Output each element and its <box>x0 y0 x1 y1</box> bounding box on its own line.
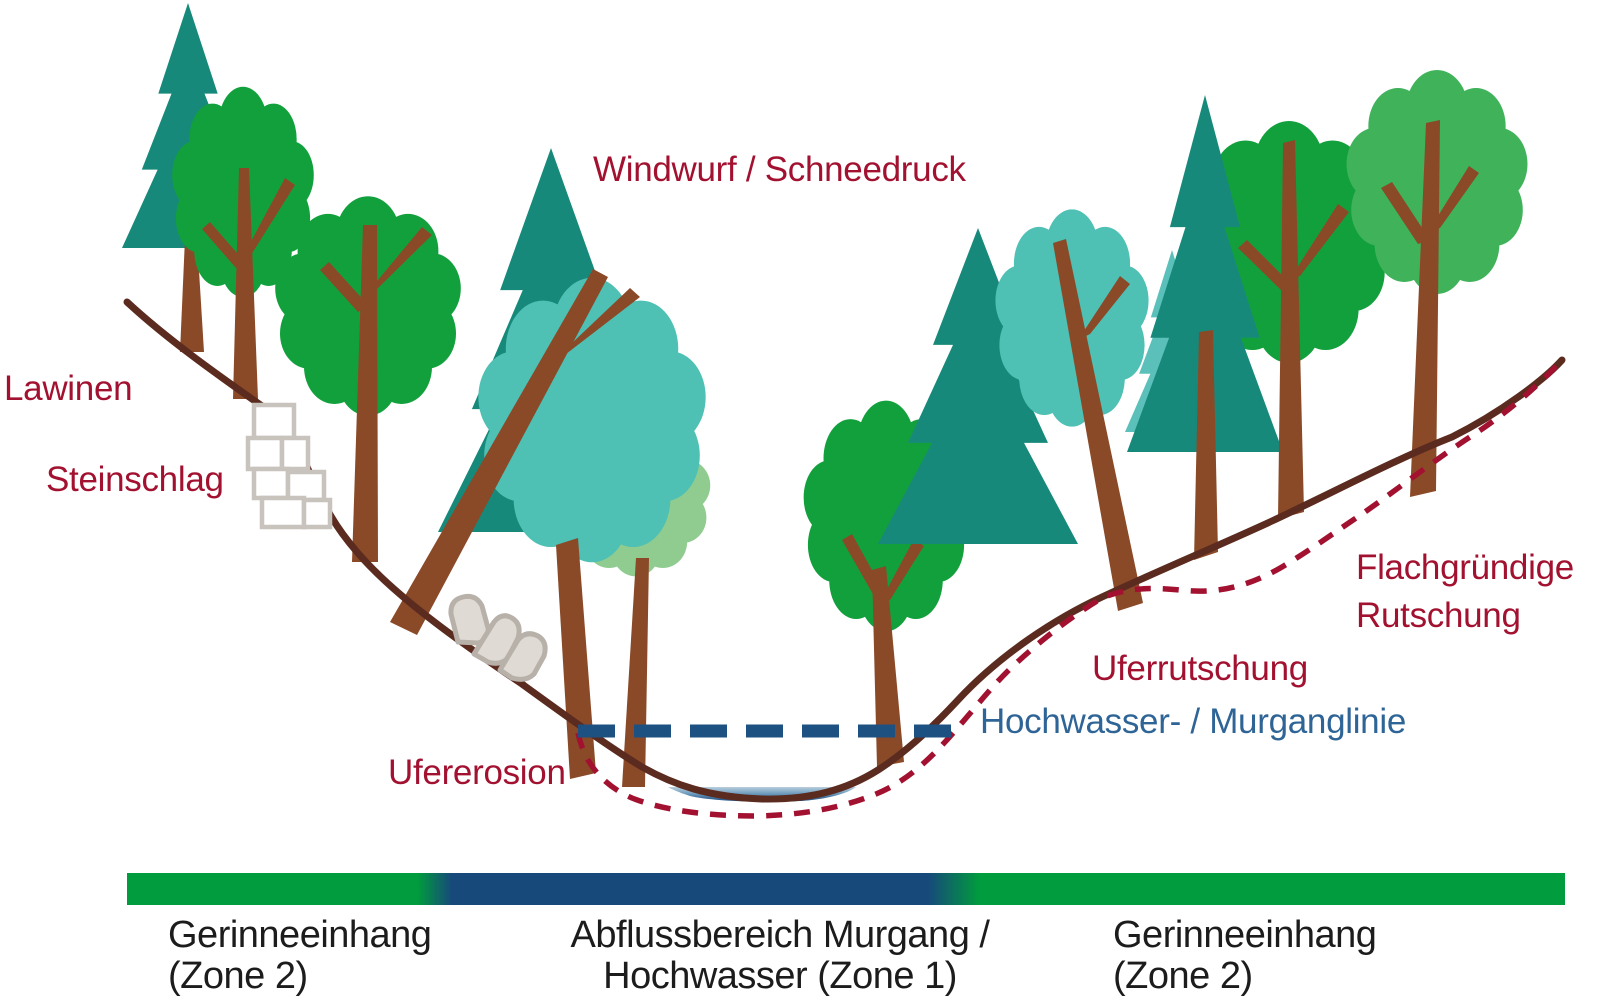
windthrown-turquoise-tree <box>390 269 706 635</box>
slide-erosion-dashed-line <box>575 362 1561 819</box>
deciduous-tree-turquoise-right <box>995 209 1149 611</box>
label-flachgruendige-line1: Flachgründige <box>1356 548 1574 587</box>
label-uferrutschung: Uferrutschung <box>1092 649 1308 688</box>
label-lawinen: Lawinen <box>4 369 133 408</box>
label-hochwasser-murganglinie: Hochwasser- / Murganglinie <box>980 702 1406 741</box>
zone-label-right: Gerinneeinhang (Zone 2) <box>1113 914 1377 997</box>
deciduous-tree-right-1 <box>803 400 969 767</box>
label-flachgruendige-line2: Rutschung <box>1356 596 1521 635</box>
zone-right-zone: (Zone 2) <box>1113 955 1253 997</box>
zone-label-left: Gerinneeinhang (Zone 2) <box>168 914 432 997</box>
deciduous-tree-top-right <box>1346 70 1528 497</box>
label-windwurf-schneedruck: Windwurf / Schneedruck <box>593 150 966 189</box>
label-flachgruendige-rutschung: Flachgründige Rutschung <box>1356 544 1574 640</box>
zone-bar <box>127 873 1565 905</box>
zone-center-zone: Hochwasser (Zone 1) <box>603 955 957 997</box>
deciduous-tree-left-1 <box>172 86 314 399</box>
zone-label-center: Abflussbereich Murgang / Hochwasser (Zon… <box>545 915 1015 997</box>
zone-center-name: Abflussbereich Murgang / <box>570 914 990 956</box>
deciduous-tree-right-2-trunk <box>1238 140 1349 519</box>
rockfall-stones <box>448 593 548 682</box>
label-ufererosion: Ufererosion <box>388 753 566 792</box>
zone-right-name: Gerinneeinhang <box>1113 914 1377 956</box>
zone-left-zone: (Zone 2) <box>168 955 308 997</box>
bare-trunk-right-slope <box>1194 330 1218 560</box>
label-steinschlag: Steinschlag <box>46 460 224 499</box>
stone-wall <box>245 402 333 530</box>
deciduous-tree-left-2 <box>275 196 461 562</box>
valley-bottom-trunks <box>556 538 649 787</box>
zone-left-name: Gerinneeinhang <box>168 914 432 956</box>
